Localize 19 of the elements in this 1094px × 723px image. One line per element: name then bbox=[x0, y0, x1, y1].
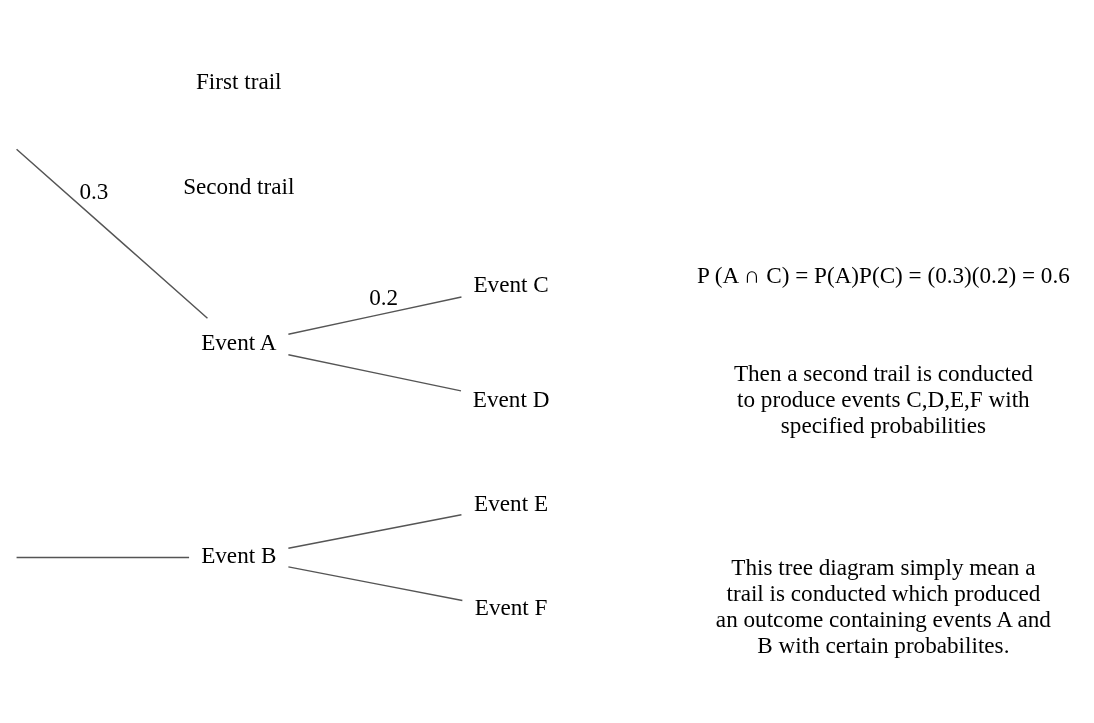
label: This tree diagram simply mean a trail is conducted which produced an outcome containing events A and B with certain probabilites. bbox=[715, 553, 1051, 658]
node-text: Event D bbox=[472, 385, 550, 412]
connector bbox=[15, 147, 209, 319]
connector bbox=[15, 556, 190, 558]
label: First trail bbox=[195, 67, 282, 94]
node-text: Event E bbox=[474, 489, 549, 516]
connector bbox=[287, 353, 462, 392]
connector bbox=[287, 565, 464, 601]
connector bbox=[287, 295, 463, 335]
label: Then a second trail is conducted to produce events C,D,E,F with specified probabilities bbox=[733, 359, 1033, 438]
node-text: Event A bbox=[201, 328, 277, 355]
label: Second trail bbox=[183, 172, 295, 199]
edge-label: 0.2 bbox=[369, 283, 399, 310]
node-text: Event F bbox=[474, 593, 548, 620]
connector bbox=[287, 513, 463, 549]
node-text: Event B bbox=[201, 541, 277, 568]
node-text: Event C bbox=[473, 270, 549, 297]
label: P (A ∩ C) = P(A)P(C) = (0.3)(0.2) = 0.6 bbox=[696, 261, 1070, 288]
edge-label: 0.3 bbox=[79, 177, 109, 204]
